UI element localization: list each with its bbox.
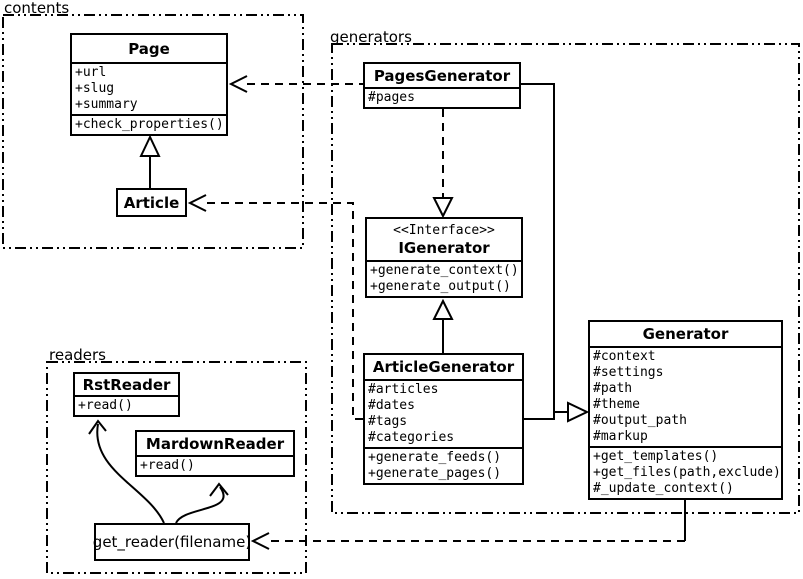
class-article-title: Article [123, 193, 180, 212]
attribute: #dates [368, 398, 415, 413]
package-readers-border [46, 361, 307, 574]
attribute: #theme [593, 397, 640, 412]
class-rstreader: RstReader +read() [73, 372, 180, 417]
class-page-attributes: +url +slug +summary [72, 62, 226, 114]
articlegenerator-depends-article-line [206, 202, 363, 420]
class-mardownreader-methods: +read() [137, 455, 293, 475]
class-generator: Generator #context #settings #path #them… [588, 320, 783, 500]
class-article: Article [116, 188, 187, 217]
generator-depends-getreader-arrow-icon [250, 532, 270, 550]
package-label-readers: readers [49, 346, 106, 364]
class-generator-title: Generator [642, 325, 729, 343]
attribute: #articles [368, 382, 439, 397]
method: +read() [78, 398, 133, 413]
inherits-generator-triangle-icon [567, 401, 590, 423]
class-page-title: Page [128, 39, 170, 58]
class-articlegenerator: ArticleGenerator #articles #dates #tags … [363, 353, 524, 485]
package-generators-border [331, 43, 800, 514]
method: +generate_context() [370, 263, 519, 278]
class-rstreader-title: RstReader [82, 375, 171, 394]
attribute: +summary [75, 97, 138, 112]
pagesgenerator-realizes-igenerator-triangle-icon [432, 197, 454, 219]
attribute: #pages [368, 90, 415, 105]
package-label-contents: contents [4, 0, 70, 17]
class-articlegenerator-title: ArticleGenerator [372, 358, 515, 376]
class-generator-attributes: #context #settings #path #theme #output_… [590, 346, 781, 446]
attribute: #path [593, 381, 633, 396]
article-inherits-page-triangle-icon [139, 134, 161, 157]
getreader-to-rstreader-curve [96, 423, 165, 524]
class-mardownreader: MardownReader +read() [135, 430, 295, 477]
attribute: #tags [368, 414, 408, 429]
package-contents-border [2, 14, 304, 249]
articlegenerator-inherits-igenerator-triangle-icon [432, 298, 454, 320]
class-igenerator-stereotype: <<Interface>> [393, 223, 495, 238]
attribute: #settings [593, 365, 664, 380]
class-pagesgenerator-title: PagesGenerator [373, 66, 511, 85]
method: +generate_feeds() [368, 450, 502, 465]
attribute: #output_path [593, 413, 687, 428]
class-igenerator-methods: +generate_context() +generate_output() [367, 260, 521, 296]
class-pagesgenerator: PagesGenerator #pages [363, 62, 521, 109]
class-rstreader-methods: +read() [75, 395, 178, 415]
pagesgenerator-depends-page-arrow-icon [228, 75, 248, 93]
getreader-to-mardownreader-curve [175, 486, 225, 524]
attribute: #context [593, 349, 656, 364]
pagesgenerator-inherits-generator-line [521, 83, 568, 413]
method: +read() [140, 458, 195, 473]
attribute: +slug [75, 81, 115, 96]
attribute: #categories [368, 430, 455, 445]
class-mardownreader-title: MardownReader [145, 434, 285, 453]
attribute: +url [75, 65, 107, 80]
method: +generate_output() [370, 279, 511, 294]
method: +get_files(path,exclude) [593, 465, 781, 480]
class-page: Page +url +slug +summary +check_properti… [70, 33, 228, 136]
articlegenerator-depends-article-arrow-icon [187, 194, 207, 212]
method: +generate_pages() [368, 466, 502, 481]
class-articlegenerator-attributes: #articles #dates #tags #categories [365, 379, 522, 447]
class-generator-methods: +get_templates() +get_files(path,exclude… [590, 446, 781, 498]
class-page-methods: +check_properties() [72, 114, 226, 134]
class-igenerator: <<Interface>> IGenerator +generate_conte… [365, 217, 523, 298]
getreader-to-mardownreader-arrow-icon [209, 482, 229, 497]
class-articlegenerator-methods: +generate_feeds() +generate_pages() [365, 447, 522, 483]
class-pagesgenerator-attributes: #pages [365, 87, 519, 107]
method: +check_properties() [75, 117, 224, 132]
function-get-reader-label: get_reader(filename) [92, 533, 252, 551]
function-get-reader: get_reader(filename) [92, 523, 252, 561]
articlegenerator-inherits-generator-line [524, 411, 555, 420]
package-label-generators: generators [330, 28, 412, 46]
class-igenerator-title: <<Interface>> IGenerator [367, 219, 521, 260]
attribute: #markup [593, 429, 648, 444]
method: #_update_context() [593, 481, 734, 496]
method: +get_templates() [593, 449, 719, 464]
getreader-to-rstreader-arrow-icon [88, 419, 107, 435]
class-igenerator-name: IGenerator [398, 239, 490, 257]
